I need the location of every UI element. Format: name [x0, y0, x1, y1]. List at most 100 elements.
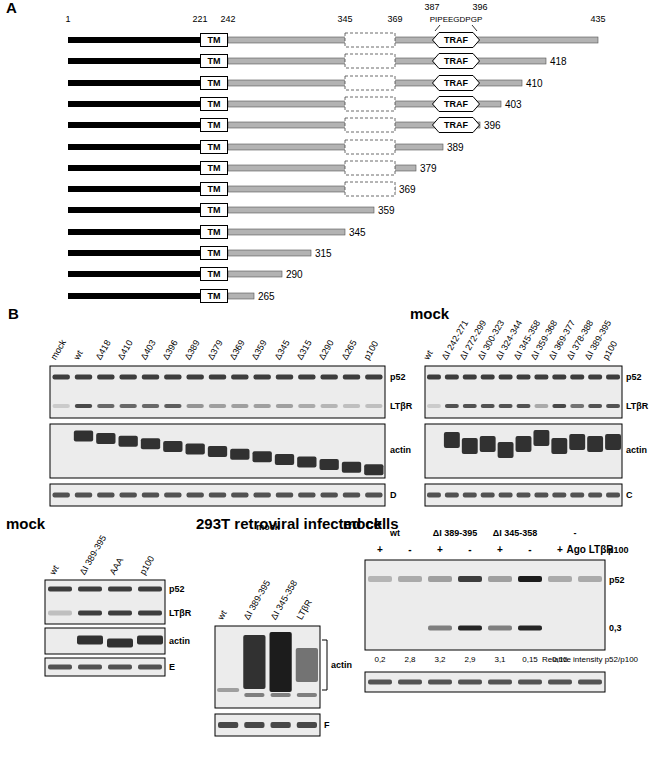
blot-band	[320, 459, 339, 470]
truncation-end: 369	[399, 184, 416, 195]
blot-band	[75, 493, 92, 498]
tm-domain: TM	[200, 182, 228, 196]
intensity-value: 3,2	[434, 654, 445, 665]
blot-band	[186, 444, 205, 455]
blot-band	[343, 493, 360, 498]
blot-band	[517, 493, 531, 498]
blot-band	[107, 639, 133, 648]
band-label: LTβR	[626, 401, 648, 412]
blot-band	[217, 688, 239, 692]
hexagon-shape	[433, 76, 480, 91]
cytoplasmic-bar	[228, 144, 443, 150]
truncation-end: 410	[526, 78, 543, 89]
domain-label: TM	[208, 291, 221, 301]
dashed-region	[345, 97, 395, 111]
leader-line	[472, 25, 477, 31]
blot-band	[137, 636, 163, 645]
blot-band	[517, 404, 531, 408]
blot-band	[254, 375, 271, 380]
blot-band	[463, 375, 477, 380]
lane-label: p100	[601, 339, 621, 362]
blot-band	[138, 587, 162, 592]
domain-label: TRAF	[444, 120, 468, 130]
tm-domain: TM	[200, 97, 228, 111]
tm-domain: TM	[200, 289, 228, 303]
blot-panel	[425, 366, 622, 418]
blot-band	[142, 404, 159, 408]
extracellular-bar	[68, 207, 200, 213]
domain-label: TM	[208, 248, 221, 258]
domain-label: TM	[208, 56, 221, 66]
blot-band	[243, 635, 265, 689]
blot-band	[578, 680, 602, 685]
group-label: wt	[390, 528, 400, 539]
blot-band	[480, 436, 496, 452]
domain-label: TRAF	[444, 35, 468, 45]
domain-label: TM	[208, 163, 221, 173]
truncation-end: 403	[505, 99, 522, 110]
blot-panel	[365, 560, 605, 650]
blot-band	[108, 665, 132, 670]
lane-label: AAA	[107, 556, 126, 577]
blot-panel	[45, 580, 165, 624]
blot-band	[463, 404, 477, 408]
extracellular-bar	[68, 250, 200, 256]
domain-label: TM	[208, 35, 221, 45]
truncation-end: 389	[447, 142, 464, 153]
cytoplasmic-bar	[228, 293, 254, 299]
blot-band	[398, 680, 422, 685]
blot-band	[142, 493, 159, 498]
blot-panel	[50, 366, 385, 418]
blot-band	[187, 375, 204, 380]
domain-label: TRAF	[444, 78, 468, 88]
residue-number: 221	[192, 14, 207, 25]
blot-band	[518, 576, 542, 582]
blot-band	[53, 493, 70, 498]
dashed-region	[345, 118, 395, 132]
blot-band	[48, 587, 72, 592]
blot-band	[298, 375, 315, 380]
blot-band	[463, 493, 477, 498]
blot-band	[570, 404, 584, 408]
cytoplasmic-bar	[228, 229, 345, 235]
lane-label: Δ403	[138, 338, 158, 362]
residue-number: 369	[387, 14, 402, 25]
residue-number: 435	[590, 14, 605, 25]
tm-domain: TM	[200, 118, 228, 132]
band-label: D	[390, 490, 397, 501]
blot-band	[587, 436, 603, 452]
blot-band	[218, 722, 238, 728]
lane-label: Δ345	[272, 338, 292, 362]
blot-band	[458, 680, 482, 685]
truncation-end: 265	[258, 291, 275, 302]
blot-band	[142, 375, 159, 380]
blot-band	[428, 626, 452, 631]
blot-band	[321, 375, 338, 380]
blot-band	[534, 375, 548, 380]
blot-band	[75, 375, 92, 380]
blot-band	[97, 375, 114, 380]
band-label: LTβR	[390, 401, 412, 412]
blot-band	[552, 493, 566, 498]
band-label: p52	[390, 372, 406, 383]
blot-band	[488, 680, 512, 685]
blot-band	[297, 693, 317, 697]
intensity-value: 2,9	[464, 654, 475, 665]
blot-band	[75, 404, 92, 408]
extracellular-bar	[68, 122, 200, 128]
band-label: C	[626, 490, 633, 501]
blot-band	[488, 576, 512, 582]
blot-band	[120, 375, 137, 380]
blot-band	[552, 404, 566, 408]
extracellular-bar	[68, 37, 200, 43]
blot-band	[96, 433, 115, 444]
truncation-end: 418	[550, 56, 567, 67]
blot-band	[533, 430, 549, 446]
blot-band	[428, 680, 452, 685]
intensity-value: 2,8	[404, 654, 415, 665]
blot-band	[275, 454, 294, 465]
blot-band	[53, 404, 70, 408]
blot-band	[606, 375, 620, 380]
blot-band	[138, 611, 162, 616]
blot-band	[570, 493, 584, 498]
